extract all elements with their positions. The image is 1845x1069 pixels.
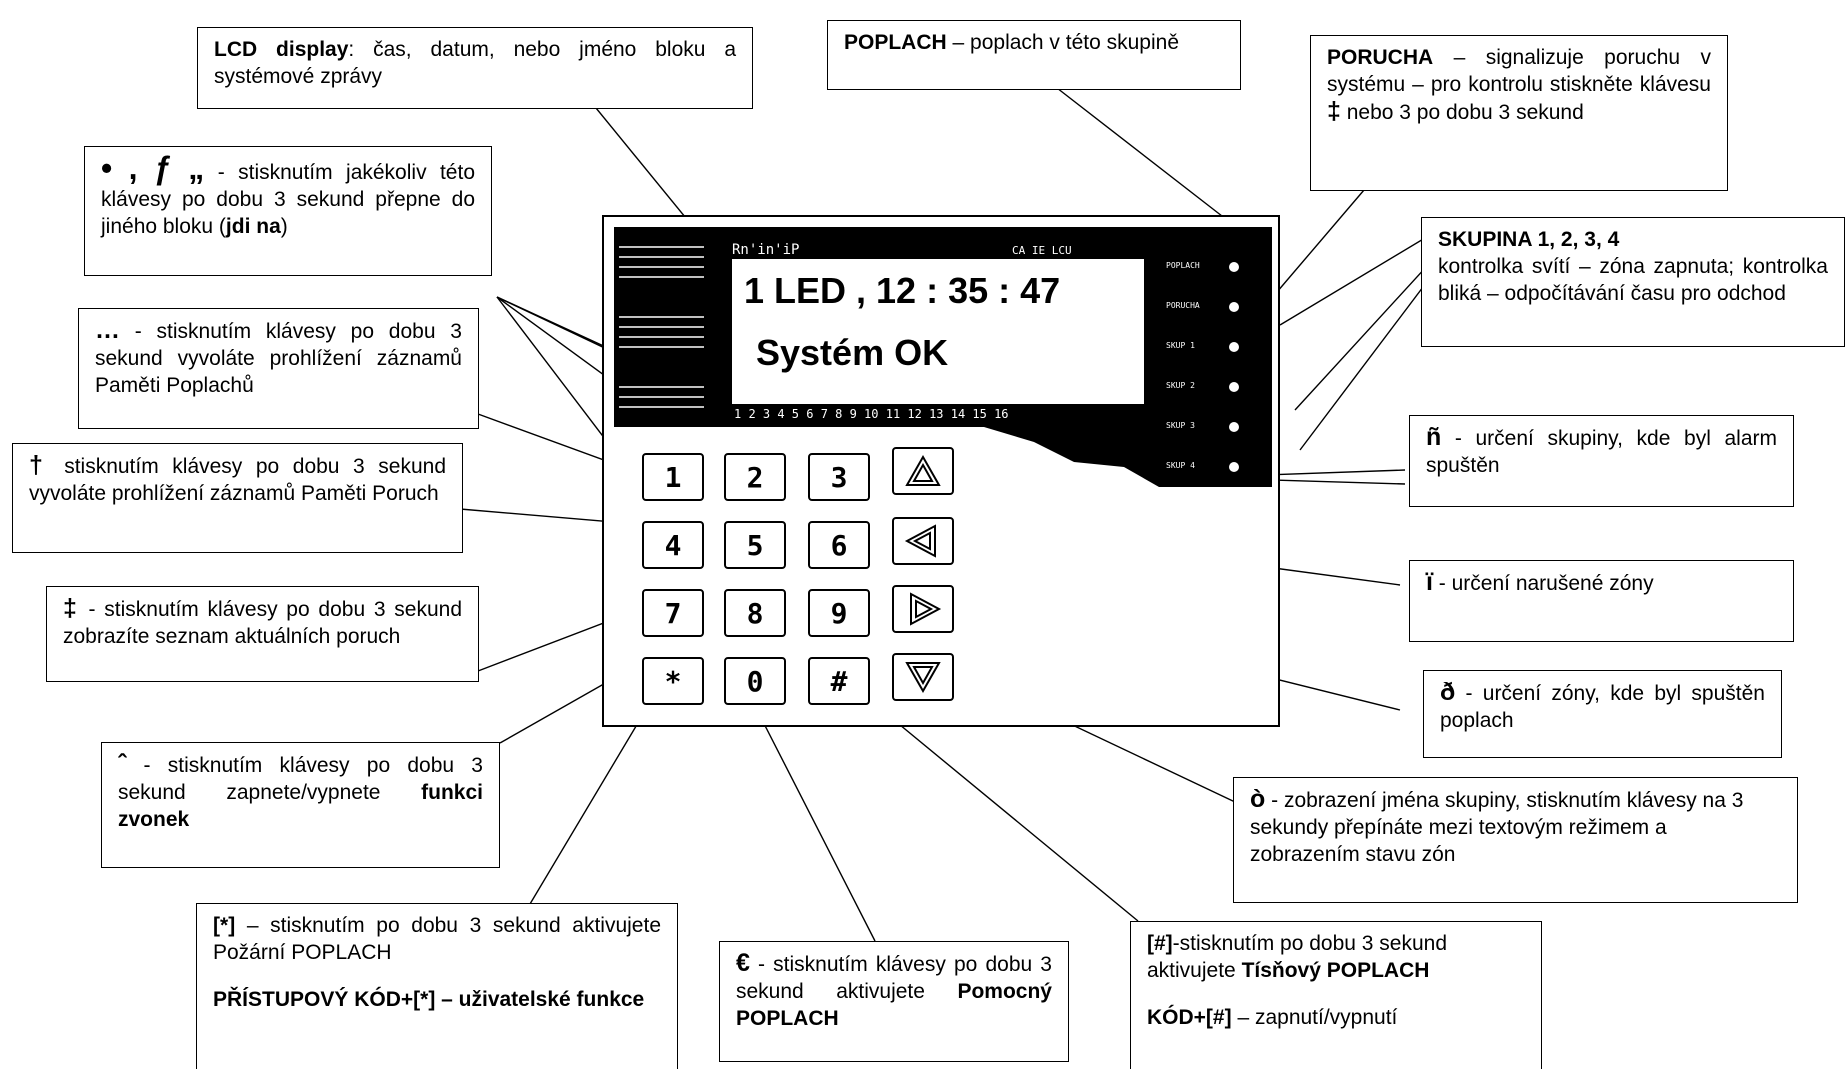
callout-porucha-text-1: – signalizuje poruchu v systému – pro ko… — [1327, 46, 1711, 96]
callout-fire-text: – stisknutím po dobu 3 sekund aktivujete… — [213, 914, 661, 964]
callout-poplach-title: POPLACH — [844, 31, 947, 54]
callout-fire-user-functions: ] – uživatelské funkce — [428, 988, 645, 1011]
callout-goto-text-2: ) — [280, 215, 288, 238]
key-left-arrow[interactable] — [892, 517, 954, 565]
callout-poplach: POPLACH – poplach v této skupině — [827, 20, 1241, 90]
callout-panic-key: [#] — [1147, 932, 1173, 955]
euro-icon: € — [736, 949, 750, 977]
goto-keys-icons: • , ƒ „ — [101, 150, 205, 186]
callout-fault-memory-text: stisknutím klávesy po dobu 3 sekund vyvo… — [29, 455, 447, 505]
callout-goto-bold: jdi na — [225, 215, 281, 238]
callout-lcd-display-text: : čas, datum, nebo jméno bloku a systémo… — [214, 38, 736, 88]
key-star[interactable]: * — [642, 657, 704, 705]
dagger-icon: † — [29, 451, 51, 479]
circumflex-icon: ˆ — [118, 750, 127, 778]
asterisk-icon: * — [220, 914, 229, 937]
callout-group-alarm-text: - určení skupiny, kde byl alarm spuštěn — [1426, 427, 1777, 477]
callout-chime-text: - stisknutím klávesy po dobu 3 sekund za… — [118, 754, 483, 804]
callout-porucha-title: PORUCHA — [1327, 46, 1434, 69]
callout-zone-alarm: ð - určení zóny, kde byl spuštěn poplach — [1423, 670, 1782, 758]
led-label-skupina-3: SKUP 3 — [1166, 421, 1195, 430]
callout-panic-code: KÓD+[#] — [1147, 1006, 1232, 1029]
led-label-skupina-4: SKUP 4 — [1166, 461, 1195, 470]
led-label-poplach: POPLACH — [1166, 261, 1200, 270]
lcd-line-2: Systém OK — [756, 332, 949, 373]
triangle-down-icon — [905, 662, 941, 694]
callout-group-alarm: ñ - určení skupiny, kde byl alarm spuště… — [1409, 415, 1794, 507]
key-9[interactable]: 9 — [808, 589, 870, 637]
callout-lcd-display: LCD display: čas, datum, nebo jméno blok… — [197, 27, 753, 109]
key-8[interactable]: 8 — [724, 589, 786, 637]
key-3[interactable]: 3 — [808, 453, 870, 501]
callout-fire-access-code: PŘÍSTUPOVÝ KÓD+[ — [213, 988, 421, 1011]
lcd-zone-numbers: 1 2 3 4 5 6 7 8 9 10 11 12 13 14 15 16 — [734, 407, 1009, 421]
callout-panic: [#]-stisknutím po dobu 3 sekund aktivuje… — [1130, 921, 1542, 1069]
callout-fault-list: ‡ - stisknutím klávesy po dobu 3 sekund … — [46, 586, 479, 682]
led-label-skupina-2: SKUP 2 — [1166, 381, 1195, 390]
callout-zone-violated-text: - určení narušené zóny — [1432, 572, 1654, 595]
callout-skupina-title: SKUPINA 1, 2, 3, 4 — [1438, 228, 1620, 251]
key-7[interactable]: 7 — [642, 589, 704, 637]
key-up-arrow[interactable] — [892, 447, 954, 495]
key-6[interactable]: 6 — [808, 521, 870, 569]
callout-goto-block: • , ƒ „ - stisknutím jakékoliv této kláv… — [84, 146, 492, 276]
callout-poplach-text: – poplach v této skupině — [946, 31, 1180, 54]
key-5[interactable]: 5 — [724, 521, 786, 569]
fire-bracket-open: [ — [213, 914, 220, 937]
key-1[interactable]: 1 — [642, 453, 704, 501]
lcd-top-center-label: CA IE LCU — [1012, 244, 1072, 257]
lcd-line-1: 1 LED , 12 : 35 : 47 — [744, 270, 1061, 311]
callout-fault-memory: † stisknutím klávesy po dobu 3 sekund vy… — [12, 443, 463, 553]
key-0[interactable]: 0 — [724, 657, 786, 705]
callout-group-name-text: - zobrazení jména skupiny, stisknutím kl… — [1250, 789, 1744, 866]
callout-alarm-memory-text: - stisknutím klávesy po dobu 3 sekund vy… — [95, 320, 462, 397]
callout-panic-text-2: – zapnutí/vypnutí — [1231, 1006, 1398, 1029]
triangle-up-icon — [905, 454, 941, 486]
key-down-arrow[interactable] — [892, 653, 954, 701]
double-dagger-icon-2: ‡ — [63, 594, 80, 622]
lcd-top-left-label: Rn'in'iP — [732, 242, 800, 258]
keypad-panel: Rn'in'iP CA IE LCU 1 LED , 12 : 35 : 47 … — [602, 215, 1280, 727]
callout-lcd-display-title: LCD display — [214, 38, 349, 61]
asterisk-icon-2: * — [420, 988, 429, 1011]
callout-chime: ˆ - stisknutím klávesy po dobu 3 sekund … — [101, 742, 500, 868]
callout-panic-bold: Tísňový POPLACH — [1241, 959, 1430, 982]
o-grave-icon: ò — [1250, 785, 1266, 813]
key-hash[interactable]: # — [808, 657, 870, 705]
callout-aux-bold: Pomocný POPLACH — [736, 980, 1052, 1030]
callout-fault-list-text: - stisknutím klávesy po dobu 3 sekund zo… — [63, 598, 462, 648]
callout-zone-alarm-text: - určení zóny, kde byl spuštěn poplach — [1440, 682, 1765, 732]
callout-group-name: ò - zobrazení jména skupiny, stisknutím … — [1233, 777, 1798, 903]
callout-skupina-text: kontrolka svítí – zóna zapnuta; kontrolk… — [1438, 255, 1828, 305]
double-dagger-icon: ‡ — [1327, 97, 1341, 125]
key-4[interactable]: 4 — [642, 521, 704, 569]
lcd-bezel — [614, 227, 1272, 487]
fire-bracket-close: ] — [228, 914, 236, 937]
ellipsis-icon: … — [95, 316, 120, 344]
triangle-left-icon — [904, 524, 936, 558]
callout-porucha-text-2: nebo 3 po dobu 3 sekund — [1340, 101, 1584, 124]
callout-fire: [*] – stisknutím po dobu 3 sekund aktivu… — [196, 903, 678, 1069]
n-tilde-icon: ñ — [1426, 423, 1442, 451]
callout-panic-text-1: -stisknutím po dobu 3 sekund aktivujete — [1147, 932, 1447, 982]
i-diaeresis-icon: ï — [1426, 568, 1433, 596]
callout-porucha: PORUCHA – signalizuje poruchu v systému … — [1310, 35, 1728, 191]
led-label-skupina-1: SKUP 1 — [1166, 341, 1195, 350]
callout-zone-violated: ï - určení narušené zóny — [1409, 560, 1794, 642]
callout-chime-bold: funkci zvonek — [118, 781, 483, 831]
callout-alarm-memory: … - stisknutím klávesy po dobu 3 sekund … — [78, 308, 479, 429]
callout-aux-text: - stisknutím klávesy po dobu 3 sekund ak… — [736, 953, 1052, 1003]
callout-skupina: SKUPINA 1, 2, 3, 4 kontrolka svítí – zón… — [1421, 217, 1845, 347]
callout-goto-text-1: - stisknutím jakékoliv této klávesy po d… — [101, 161, 476, 238]
led-label-porucha: PORUCHA — [1166, 301, 1200, 310]
key-2[interactable]: 2 — [724, 453, 786, 501]
triangle-right-icon — [910, 592, 942, 626]
key-right-arrow[interactable] — [892, 585, 954, 633]
callout-aux: € - stisknutím klávesy po dobu 3 sekund … — [719, 941, 1069, 1062]
eth-icon: ð — [1440, 678, 1456, 706]
